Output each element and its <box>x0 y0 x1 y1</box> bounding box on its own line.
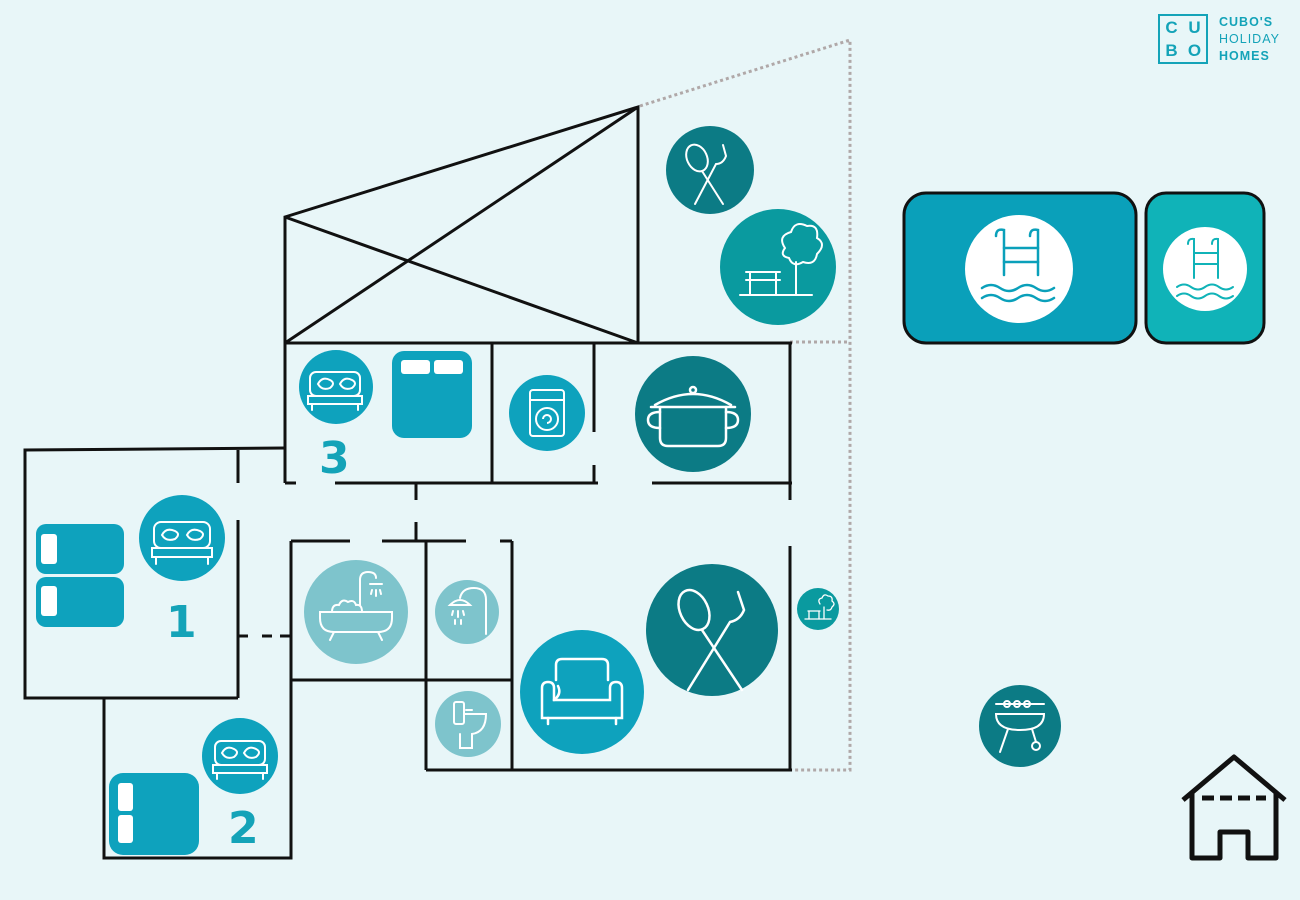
logo-letter: O <box>1187 41 1202 60</box>
swimming-pool-icon <box>965 215 1073 323</box>
dining-cutlery-icon <box>666 126 754 214</box>
double-bed-icon <box>202 718 278 794</box>
washing-machine-icon <box>509 375 585 451</box>
double-bed-icon <box>299 350 373 424</box>
swimming-pool-icon <box>1163 227 1247 311</box>
dining-cutlery-icon <box>646 564 778 696</box>
twin-beds-icon <box>36 524 124 627</box>
brand-name-line2: HOLIDAY <box>1219 32 1280 46</box>
logo-letter: U <box>1188 18 1201 37</box>
shower-icon <box>435 580 499 644</box>
logo-wordmark: CUBO'S HOLIDAY HOMES <box>1219 14 1299 65</box>
logo-letter: B <box>1165 41 1178 60</box>
house-icon <box>1181 754 1287 861</box>
double-bed-icon <box>139 495 225 581</box>
bathtub-icon <box>304 560 408 664</box>
cubos-holiday-homes-logo: C U B O CUBO'S HOLIDAY HOMES <box>1158 14 1298 66</box>
twin-beds-icon <box>109 773 199 855</box>
bedroom-1-number: 1 <box>166 597 197 648</box>
twin-beds-icon <box>392 351 472 438</box>
cooking-pot-icon <box>635 356 751 472</box>
garden-icon <box>720 209 836 325</box>
bedroom-3-number: 3 <box>319 433 350 484</box>
logo-mark: C U B O <box>1158 14 1208 64</box>
brand-name-line3: HOMES <box>1219 49 1270 63</box>
toilet-icon <box>435 691 501 757</box>
barbecue-icon <box>979 685 1061 767</box>
brand-name-line1: CUBO'S <box>1219 15 1274 29</box>
sofa-icon <box>520 630 644 754</box>
plot-boundary <box>639 37 852 772</box>
logo-letter: C <box>1165 18 1178 37</box>
bedroom-2-number: 2 <box>228 803 259 854</box>
garden-icon <box>797 588 839 630</box>
